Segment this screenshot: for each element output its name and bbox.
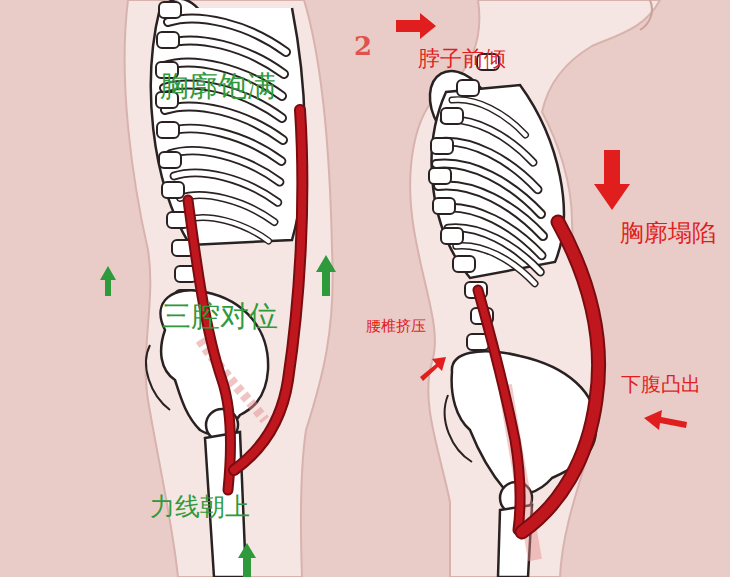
region-label: 三腔对位 [162, 300, 278, 333]
problem-label: 脖子前倾 [418, 46, 506, 71]
force-label: 力线朝上 [150, 493, 250, 522]
problem-label: 下腹凸出 [621, 373, 701, 396]
problem-label: 胸廓塌陷 [620, 220, 716, 248]
region-label: 胸廓饱满 [160, 70, 276, 103]
problem-label: 腰椎挤压 [366, 318, 426, 335]
callout-number: 2 [354, 32, 372, 62]
